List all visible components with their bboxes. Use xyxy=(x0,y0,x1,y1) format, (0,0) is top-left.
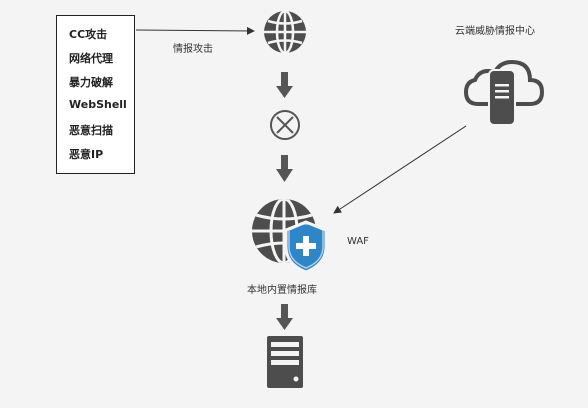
cloud-center-label: 云端威胁情报中心 xyxy=(455,26,535,37)
down-arrow-1 xyxy=(276,72,293,98)
threat-item-proxy: 网络代理 xyxy=(69,52,113,65)
cloud-server-icon xyxy=(463,59,545,126)
threat-item-webshell: WebShell xyxy=(69,98,127,111)
server-icon xyxy=(267,336,303,388)
threat-item-cc: CC攻击 xyxy=(69,28,108,41)
threat-item-malicious-ip: 恶意IP xyxy=(69,148,104,161)
down-arrow-3 xyxy=(276,304,293,330)
waf-label: WAF xyxy=(347,236,369,247)
threat-item-scan: 恶意扫描 xyxy=(69,124,113,137)
attack-arrow xyxy=(135,26,255,35)
intel-feed-arrow xyxy=(333,125,467,214)
globe-shield-plus-icon xyxy=(252,199,328,274)
block-circle-x-icon xyxy=(270,110,300,140)
local-intel-label: 本地内置情报库 xyxy=(247,285,317,296)
globe-icon xyxy=(264,9,306,55)
threat-list-box: CC攻击 网络代理 暴力破解 WebShell 恶意扫描 恶意IP xyxy=(56,15,135,174)
attack-arrow-label: 情报攻击 xyxy=(173,44,213,55)
threat-item-bruteforce: 暴力破解 xyxy=(69,76,113,89)
down-arrow-2 xyxy=(276,155,293,182)
